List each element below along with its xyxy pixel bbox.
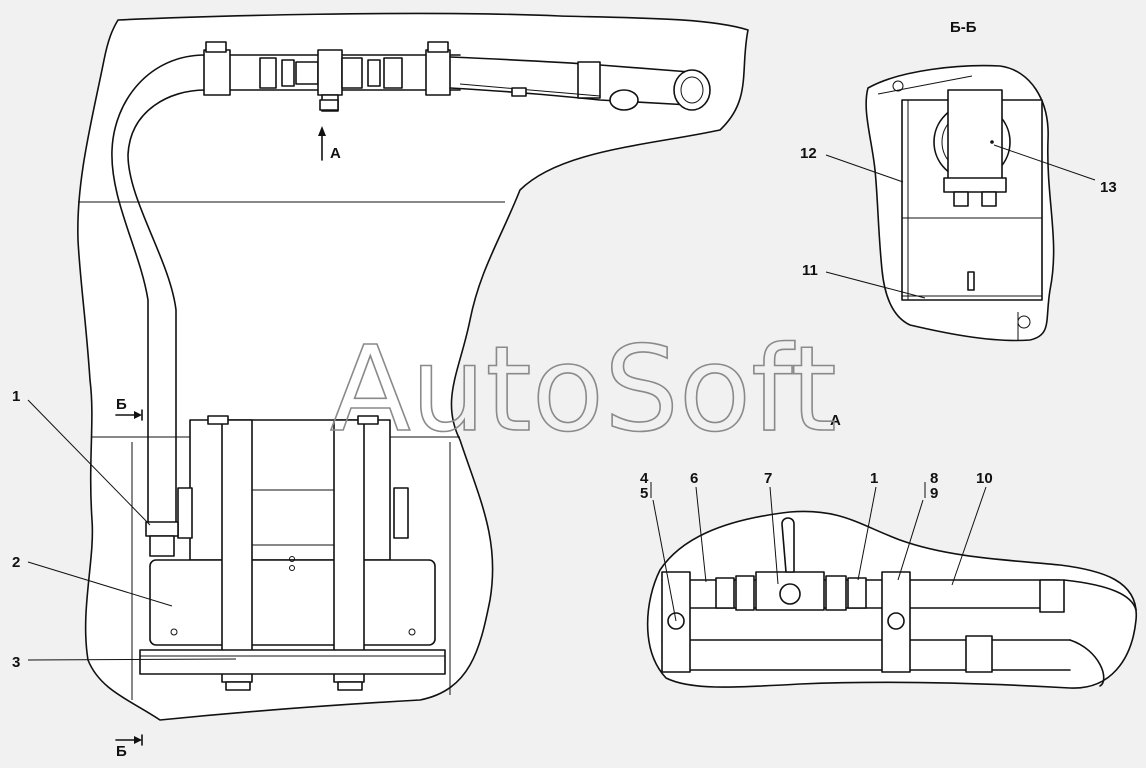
drain-slot xyxy=(967,271,975,291)
pipe-outer xyxy=(111,54,206,526)
strap-right xyxy=(333,419,365,683)
hose-wire xyxy=(459,83,601,97)
leader-12 xyxy=(825,154,904,183)
section-arrow-top-head xyxy=(134,411,142,419)
hose-end-right xyxy=(673,69,711,111)
pump-nozzle-left xyxy=(953,191,969,207)
view-a-nut-2 xyxy=(735,575,755,611)
callout-9: 9 xyxy=(930,485,938,502)
leader-8-9 xyxy=(897,499,924,581)
nut-5 xyxy=(383,57,403,89)
valve-handle xyxy=(319,99,339,111)
view-arrow-a-label: А xyxy=(330,145,341,162)
base-frame xyxy=(139,649,446,675)
leader-7 xyxy=(769,486,779,585)
view-a-nut-3 xyxy=(825,575,847,611)
hose-lower xyxy=(449,87,691,106)
nut-3 xyxy=(341,57,363,89)
strap-foot-right xyxy=(337,681,363,691)
section-b-top-label: Б xyxy=(116,396,127,413)
callout-7: 7 xyxy=(764,470,772,487)
pump-base xyxy=(943,177,1007,193)
section-bb-title: Б-Б xyxy=(950,19,977,36)
strap-top-left xyxy=(207,415,229,425)
view-a: А 4 5 6 xyxy=(640,412,1137,689)
leader-2 xyxy=(27,561,173,607)
fitting-left-cap xyxy=(205,41,227,53)
main-view: А Б Б 1 2 3 xyxy=(12,12,749,760)
section-arrow-bottom-head xyxy=(134,736,142,744)
callout-1: 1 xyxy=(12,388,20,405)
strap-left xyxy=(221,419,253,683)
callout-1-view-a: 1 xyxy=(870,470,878,487)
callout-6: 6 xyxy=(690,470,698,487)
pipe-inner xyxy=(127,89,206,526)
side-bracket-right xyxy=(393,487,409,539)
nut-4 xyxy=(367,59,381,87)
nut-2 xyxy=(281,59,295,87)
view-a-hose-curve xyxy=(1063,579,1137,687)
fitting-left xyxy=(203,49,231,96)
hose-clamp xyxy=(577,61,601,99)
pipe-fitting-1 xyxy=(145,521,179,537)
callout-13: 13 xyxy=(1100,179,1117,196)
callout-3: 3 xyxy=(12,654,20,671)
view-a-plug-right xyxy=(887,612,905,630)
side-bracket-left xyxy=(177,487,193,539)
top-rod xyxy=(877,75,973,95)
section-bb-view: Б-Б 12 11 13 xyxy=(800,19,1117,342)
tank-drain-left xyxy=(170,628,178,636)
leader-1 xyxy=(27,399,151,526)
callout-8: 8 xyxy=(930,470,938,487)
callout-12: 12 xyxy=(800,145,817,162)
leader-4-5 xyxy=(652,499,677,622)
bolt-a xyxy=(289,556,295,562)
watermark: AutoSoft xyxy=(330,320,837,458)
leader-1a xyxy=(857,486,877,581)
leader-10 xyxy=(951,486,987,586)
pump-point xyxy=(990,140,994,144)
view-a-valve-hub xyxy=(779,583,801,605)
hose-end-left xyxy=(609,89,639,111)
fitting-right xyxy=(425,49,451,96)
view-a-hose-clamp-bot xyxy=(965,635,993,673)
view-arrow-a-head xyxy=(318,126,326,136)
tank-body xyxy=(149,559,436,646)
section-b-bottom-label: Б xyxy=(116,743,127,760)
callout-11: 11 xyxy=(802,262,818,279)
view-a-hose-clamp-top xyxy=(1039,579,1065,613)
leader-13 xyxy=(993,144,1096,181)
pump-nozzle-right xyxy=(981,191,997,207)
view-a-nut-1 xyxy=(715,577,735,609)
view-a-nut-4 xyxy=(847,577,867,609)
strap-top-right xyxy=(357,415,379,425)
view-a-valve-handle xyxy=(781,517,795,573)
leader-11 xyxy=(825,271,926,299)
leader-3 xyxy=(27,658,237,661)
pump-body xyxy=(947,89,1003,181)
callout-4: 4 xyxy=(640,470,649,487)
hose-tag xyxy=(511,87,527,97)
strap-foot-left xyxy=(225,681,251,691)
pipe-fitting-1-body xyxy=(149,535,175,557)
hose-end-right-inner xyxy=(680,76,704,104)
tank-drain-right xyxy=(408,628,416,636)
nut-1 xyxy=(259,57,277,89)
callout-2: 2 xyxy=(12,554,20,571)
leader-6 xyxy=(695,486,707,583)
top-clamp xyxy=(892,80,904,92)
coupling xyxy=(295,61,319,85)
fitting-right-cap xyxy=(427,41,449,53)
valve-body xyxy=(317,49,343,96)
view-a-title: А xyxy=(830,412,841,429)
callout-10: 10 xyxy=(976,470,993,487)
bolt-b xyxy=(289,565,295,571)
callout-5: 5 xyxy=(640,485,648,502)
